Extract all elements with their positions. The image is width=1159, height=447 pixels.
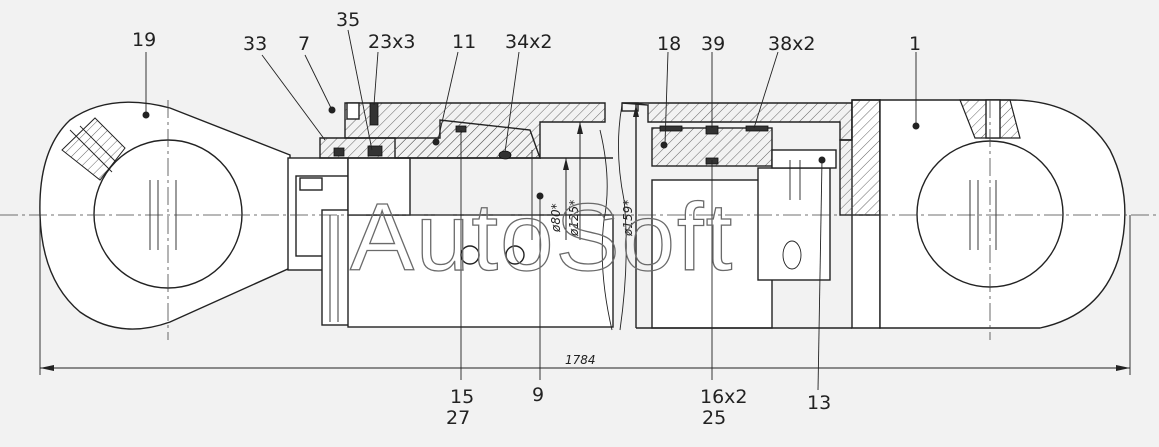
centerlines — [0, 100, 1159, 340]
callout-25: 25 — [702, 407, 726, 429]
leader-lines — [145, 29, 917, 391]
callout-9: 9 — [532, 384, 544, 406]
cylinder-head-1 — [839, 99, 1126, 329]
rod-diameter-label: ø80* — [549, 203, 563, 233]
watermark-logo: AutoSoft — [350, 184, 734, 291]
callout-23x3: 23x3 — [368, 31, 416, 53]
diameter-dimensions: ø80* ø125* ø159* — [549, 105, 639, 326]
callout-16x2: 16x2 — [700, 386, 748, 408]
callout-34x2: 34x2 — [505, 31, 553, 53]
callout-1: 1 — [909, 33, 921, 55]
rod-9 — [287, 157, 614, 328]
callout-13: 13 — [807, 392, 831, 414]
dimension-overall: 1784 — [39, 215, 1131, 375]
callout-27: 27 — [446, 407, 470, 429]
callout-11: 11 — [452, 31, 476, 53]
callout-15: 15 — [450, 386, 474, 408]
bore-diameter-label: ø125* — [567, 200, 581, 237]
gland-11 — [319, 102, 606, 160]
callout-18: 18 — [657, 33, 681, 55]
rod-eye-19 — [39, 101, 291, 330]
callout-33: 33 — [243, 33, 267, 55]
callout-7: 7 — [298, 33, 310, 55]
callout-35: 35 — [336, 9, 360, 31]
tube-diameter-label: ø159* — [621, 200, 635, 237]
overall-length-label: 1784 — [565, 353, 596, 367]
callout-19: 19 — [132, 29, 156, 51]
callout-38x2: 38x2 — [768, 33, 816, 55]
callout-39: 39 — [701, 33, 725, 55]
callouts: 19 33 7 35 23x3 11 34x2 18 39 38x2 1 15 … — [132, 9, 921, 429]
